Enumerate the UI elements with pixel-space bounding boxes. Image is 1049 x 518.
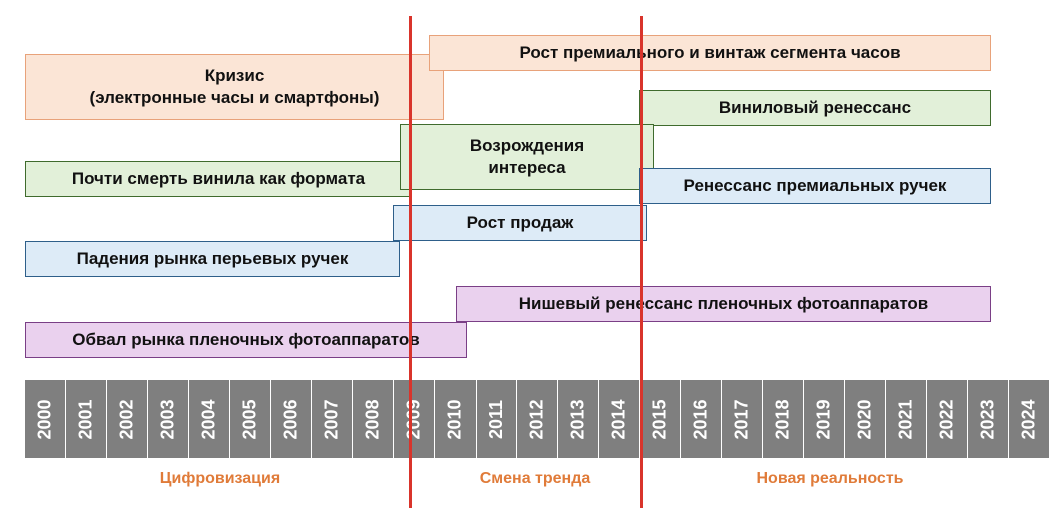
year-cell: 2001: [66, 380, 108, 458]
bar-premium-watches-label: Рост премиального и винтаж сегмента часо…: [519, 42, 901, 62]
year-label: 2008: [362, 398, 383, 440]
divider-2015-2016: [640, 16, 643, 508]
bar-watch-crisis: Кризис (электронные часы и смартфоны): [25, 54, 444, 120]
bar-vinyl-death: Почти смерть винила как формата: [25, 161, 412, 197]
year-label: 2019: [813, 398, 834, 440]
year-label: 2007: [321, 398, 342, 440]
year-label: 2018: [772, 398, 793, 440]
divider-2009-2010: [409, 16, 412, 508]
bar-pens-renaissance: Ренессанс премиальных ручек: [639, 168, 991, 204]
bar-film-collapse: Обвал рынка пленочных фотоаппаратов: [25, 322, 467, 358]
year-label: 2012: [526, 398, 547, 440]
year-cell: 2023: [968, 380, 1010, 458]
year-cell: 2003: [148, 380, 190, 458]
bar-vinyl-revival-label: Возрождения интереса: [469, 135, 585, 177]
year-label: 2013: [567, 398, 588, 440]
year-label: 2022: [936, 398, 957, 440]
year-cell: 2017: [721, 380, 763, 458]
year-label: 2005: [239, 398, 260, 440]
phase-digitalization: Цифровизация: [159, 470, 281, 487]
year-label: 2004: [198, 398, 219, 440]
year-cell: 2000: [25, 380, 67, 458]
bar-pens-fall: Падения рынка перьевых ручек: [25, 241, 400, 277]
year-label: 2010: [444, 398, 465, 440]
year-cell: 2011: [476, 380, 517, 458]
year-cell: 2010: [435, 380, 477, 458]
year-cell: 2018: [762, 380, 804, 458]
bar-vinyl-revival: Возрождения интереса: [400, 124, 654, 190]
bar-pens-fall-label: Падения рынка перьевых ручек: [76, 248, 349, 268]
year-cell: 2002: [107, 380, 149, 458]
year-axis: 2000 2001 2002 2003 2004 2005 2006 2007 …: [25, 380, 1049, 458]
bar-vinyl-renaissance-label: Виниловый ренессанс: [718, 97, 912, 117]
year-cell: 2013: [557, 380, 599, 458]
year-label: 2017: [731, 398, 752, 440]
bar-film-renaissance-label: Нишевый ренессанс пленочных фотоаппарато…: [518, 293, 929, 313]
bar-watch-crisis-label: Кризис (электронные часы и смартфоны): [89, 65, 380, 107]
year-label: 2006: [280, 398, 301, 440]
year-cell: 2014: [598, 380, 640, 458]
bar-pens-growth: Рост продаж: [393, 205, 647, 241]
year-label: 2009: [403, 398, 424, 440]
year-cell: 2020: [844, 380, 886, 458]
year-label: 2021: [895, 398, 916, 440]
bar-vinyl-death-label: Почти смерть винила как формата: [71, 168, 366, 188]
year-cell: 2016: [680, 380, 722, 458]
phase-trend-change: Смена тренда: [479, 470, 591, 487]
year-label: 2016: [690, 398, 711, 440]
bar-pens-renaissance-label: Ренессанс премиальных ручек: [683, 175, 947, 195]
year-cell: 2022: [927, 380, 969, 458]
year-cell: 2012: [516, 380, 558, 458]
year-label: 2000: [34, 398, 55, 440]
year-label: 2015: [649, 398, 670, 440]
bar-premium-watches: Рост премиального и винтаж сегмента часо…: [429, 35, 991, 71]
year-label: 2020: [854, 398, 875, 440]
year-cell: 2006: [271, 380, 313, 458]
year-cell: 2015: [639, 380, 681, 458]
year-label: 2014: [608, 398, 629, 440]
year-cell: 2009: [394, 380, 436, 458]
year-label: 2001: [75, 398, 96, 440]
year-label: 2003: [157, 398, 178, 440]
bar-film-collapse-label: Обвал рынка пленочных фотоаппаратов: [72, 329, 420, 349]
year-cell: 2024: [1009, 380, 1049, 458]
year-cell: 2008: [353, 380, 395, 458]
bar-pens-growth-label: Рост продаж: [466, 212, 574, 232]
year-label: 2011: [485, 399, 506, 439]
phase-new-reality: Новая реальность: [756, 470, 904, 487]
year-label: 2024: [1018, 398, 1039, 440]
year-cell: 2005: [230, 380, 272, 458]
year-cell: 2007: [312, 380, 354, 458]
year-label: 2023: [977, 398, 998, 440]
year-cell: 2021: [886, 380, 928, 458]
year-cell: 2004: [189, 380, 231, 458]
year-cell: 2019: [803, 380, 845, 458]
bar-film-renaissance: Нишевый ренессанс пленочных фотоаппарато…: [456, 286, 991, 322]
year-label: 2002: [116, 398, 137, 440]
bar-vinyl-renaissance: Виниловый ренессанс: [639, 90, 991, 126]
